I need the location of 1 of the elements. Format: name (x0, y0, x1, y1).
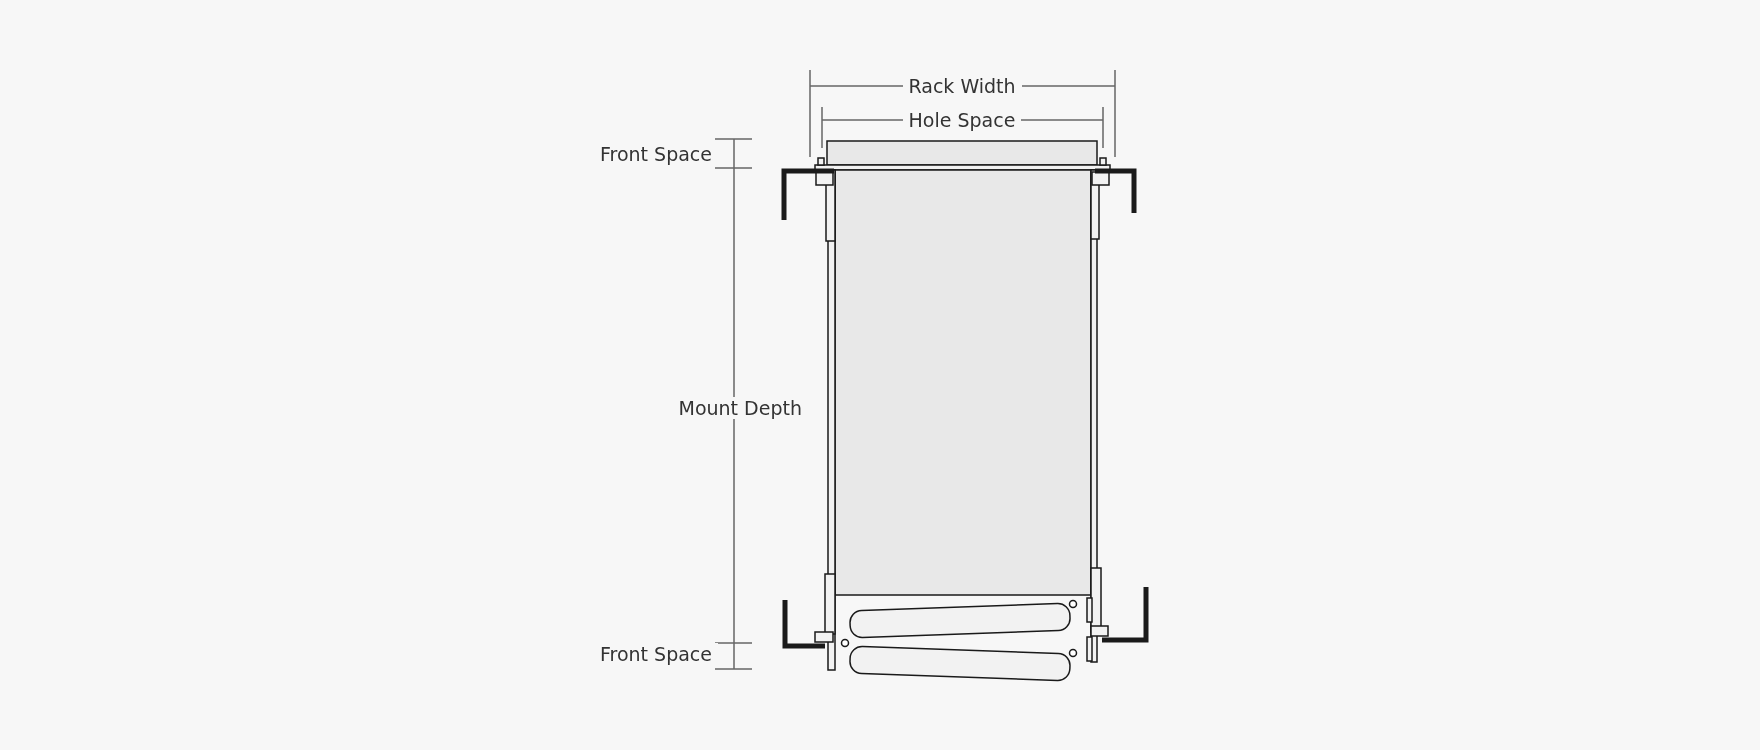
dimension-label: Hole Space (902, 109, 1022, 131)
